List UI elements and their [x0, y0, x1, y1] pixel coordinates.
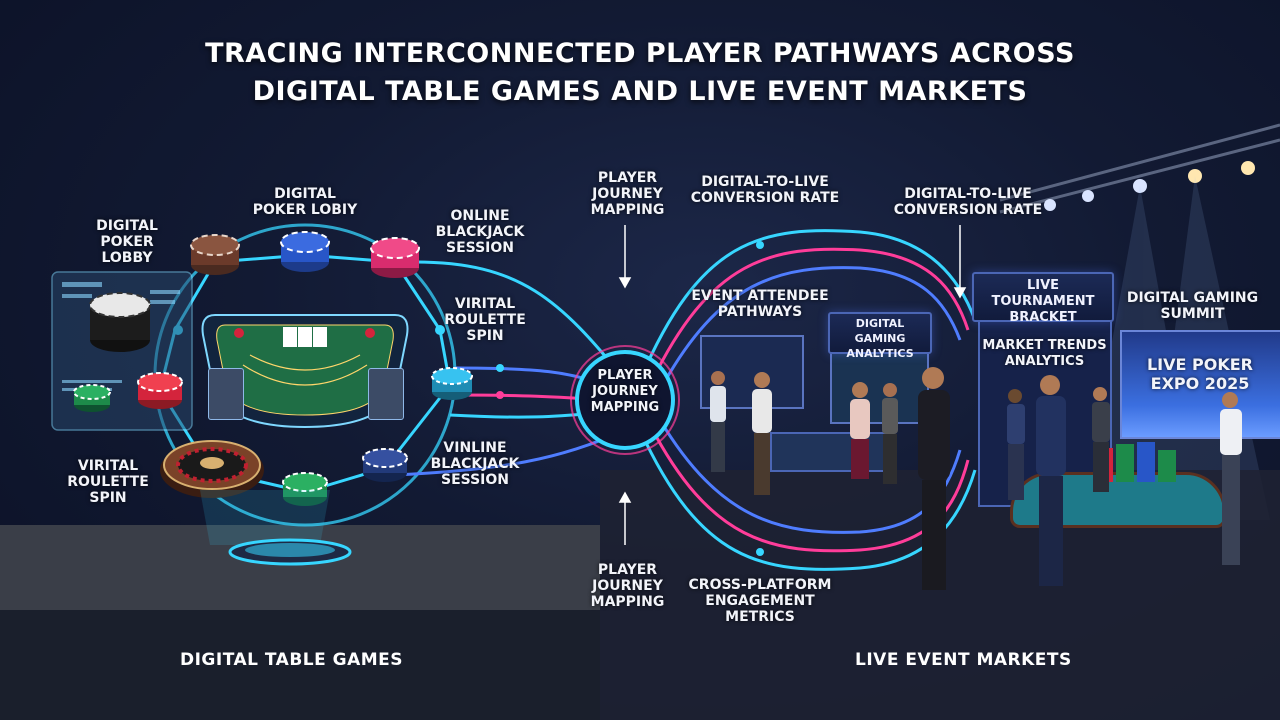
- spotlight-icon: [1044, 199, 1056, 211]
- label-journey-bottom: PLAYER JOURNEY MAPPING: [590, 562, 665, 610]
- spotlight-icon: [1133, 179, 1147, 193]
- label-journey-hub: PLAYER JOURNEY MAPPING: [590, 368, 660, 415]
- poker-chip-icon: [431, 367, 473, 400]
- attendee: [1007, 389, 1025, 500]
- label-digital-poker-lobby-b: DIGITAL POKER LOBIY: [252, 186, 358, 218]
- poker-chip-icon: [137, 372, 183, 409]
- label-gaming-summit: DIGITAL GAMING SUMMIT: [1126, 290, 1259, 322]
- digital-poker-table: [201, 314, 409, 429]
- section-label-digital: DIGITAL TABLE GAMES: [180, 650, 404, 670]
- sign-tournament-bracket: LIVE TOURNAMENT BRACKET: [972, 272, 1114, 325]
- label-conversion-rate-a: DIGITAL-TO-LIVE CONVERSION RATE: [690, 174, 840, 206]
- poker-chip-icon: [1137, 442, 1155, 482]
- label-market-trends: MARKET TRENDS ANALYTICS: [982, 338, 1107, 369]
- label-journey-top: PLAYER JOURNEY MAPPING: [590, 170, 665, 218]
- playing-card-icon: [283, 327, 297, 347]
- attendee: [918, 367, 950, 590]
- label-poker-expo: LIVE POKER EXPO 2025: [1146, 355, 1253, 393]
- attendee: [850, 382, 870, 479]
- section-label-live: LIVE EVENT MARKETS: [855, 650, 1072, 670]
- chip-layer: [73, 231, 473, 566]
- card-holder-left: [208, 368, 244, 420]
- label-conversion-rate-b: DIGITAL-TO-LIVE CONVERSION RATE: [893, 186, 1043, 218]
- attendee: [1036, 375, 1066, 586]
- poker-chip-icon: [280, 231, 330, 272]
- page-title-line-1: TRACING INTERCONNECTED PLAYER PATHWAYS A…: [205, 38, 1075, 69]
- sign-gaming-analytics: DIGITAL GAMING ANALYTICS: [828, 312, 932, 360]
- label-event-attendee: EVENT ATTENDEE PATHWAYS: [691, 288, 829, 320]
- poker-chip-icon: [190, 234, 240, 275]
- playing-card-icon: [298, 327, 312, 347]
- label-virital-roulette-right: VIRITAL ROULETTE SPIN: [444, 296, 526, 344]
- label-online-blackjack: ONLINE BLACKJACK SESSION: [435, 208, 525, 256]
- poker-chip-icon: [362, 448, 408, 482]
- spotlight-icon: [1188, 169, 1202, 183]
- label-virital-roulette-left: VIRITAL ROULETTE SPIN: [67, 458, 149, 506]
- label-vinline-blackjack: VINLINE BLACKJACK SESSION: [430, 440, 520, 488]
- attendee: [1092, 387, 1110, 492]
- playing-card-icon: [313, 327, 327, 347]
- attendee: [710, 371, 726, 472]
- attendee: [882, 383, 898, 484]
- poker-chip-icon: [1158, 450, 1176, 482]
- event-table: [770, 432, 894, 472]
- hologram-platform-icon: [200, 490, 352, 566]
- roulette-wheel-icon: [160, 440, 264, 498]
- page-title-line-2: DIGITAL TABLE GAMES AND LIVE EVENT MARKE…: [252, 76, 1028, 107]
- label-digital-poker-lobby-a: DIGITAL POKER LOBBY: [96, 218, 158, 266]
- card-holder-right: [368, 368, 404, 420]
- poker-chip-icon: [370, 237, 420, 278]
- spotlight-icon: [1241, 161, 1255, 175]
- journey-hub-ring: [575, 350, 675, 450]
- poker-chip-icon: [89, 292, 151, 352]
- attendee: [1220, 392, 1242, 565]
- label-cross-platform: CROSS-PLATFORM ENGAGEMENT METRICS: [688, 577, 832, 625]
- expo-screen: [1120, 330, 1280, 439]
- poker-chip-icon: [73, 384, 111, 412]
- poker-chip-icon: [1116, 444, 1134, 482]
- event-attendees: [710, 367, 1242, 590]
- attendee: [752, 372, 772, 495]
- spotlight-icon: [1082, 190, 1094, 202]
- poker-chip-icon: [282, 472, 328, 506]
